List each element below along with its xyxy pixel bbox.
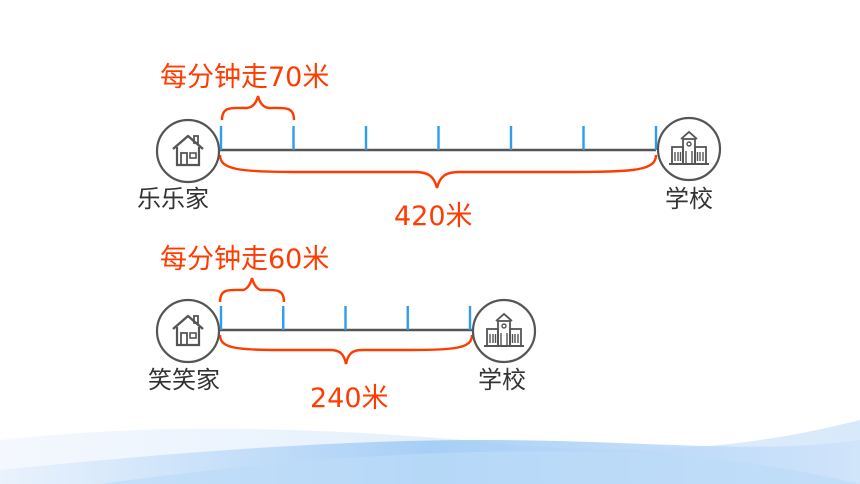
start-label-1: 乐乐家 [137,185,209,213]
background-wave [0,420,860,484]
speed-brace-2 [218,277,286,303]
speed-label-1: 每分钟走70米 [160,62,329,93]
tick-marks-1 [219,126,658,150]
end-label-1: 学校 [665,185,713,213]
distance-label-1: 420米 [394,201,473,232]
school-icon [471,298,537,364]
school-icon [656,116,722,182]
diagram-1: 每分钟走70米 乐乐家 学校 420米 [137,62,722,232]
distance-label-2: 240米 [310,383,389,414]
speed-brace-1 [220,95,296,121]
tick-marks-2 [219,306,472,330]
diagram-2: 每分钟走60米 笑笑家 学校 240米 [148,244,537,414]
end-label-2: 学校 [478,366,526,394]
distance-brace-1 [218,154,658,189]
house-icon [155,298,221,364]
house-icon [155,118,221,184]
start-label-2: 笑笑家 [148,366,220,394]
distance-brace-2 [218,334,474,365]
speed-label-2: 每分钟走60米 [160,244,329,275]
